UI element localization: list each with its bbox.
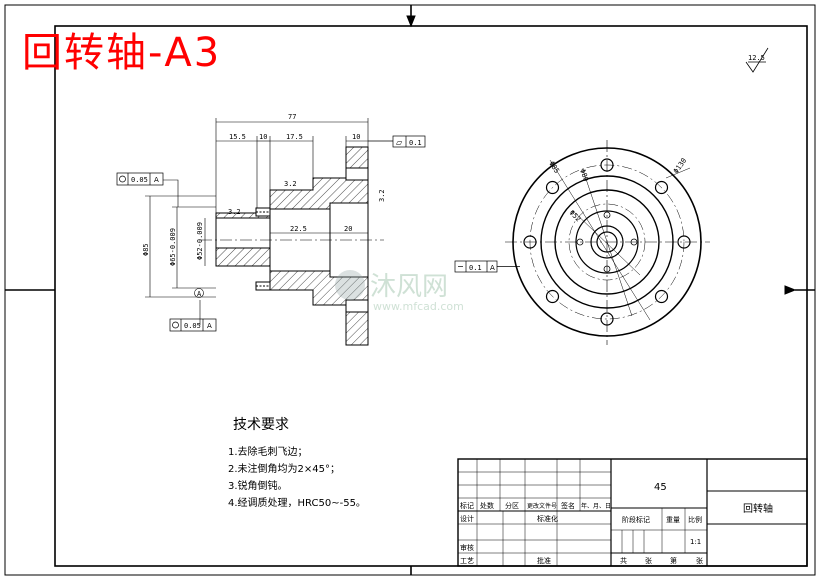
dim-dia-85: Φ85 bbox=[142, 243, 150, 256]
tb-label-approve: 批准 bbox=[537, 556, 551, 565]
title-block bbox=[457, 458, 808, 567]
fcf-runout-top-value: 0.05 bbox=[131, 176, 148, 184]
tb-scale: 1:1 bbox=[690, 538, 701, 546]
tb-label-total: 共 bbox=[620, 556, 627, 565]
tb-label-weight: 重量 bbox=[666, 516, 680, 524]
tb-label-ratio: 比例 bbox=[688, 515, 702, 524]
tb-label-process: 工艺 bbox=[460, 557, 474, 565]
tb-label-sign: 签名 bbox=[561, 501, 575, 510]
roughness-value: 12.5 bbox=[748, 54, 765, 62]
fcf-runout-bottom: 0.05 A bbox=[169, 318, 217, 332]
fcf-runout-bottom-datum: A bbox=[207, 322, 212, 330]
tb-label-standard: 标准化 bbox=[537, 514, 558, 523]
datum-a-label: A bbox=[197, 290, 202, 298]
title-block-texts: 45 回转轴 1:1 标记 处数 分区 更改文件号 签名 年、月、日 设计 标准… bbox=[460, 482, 773, 565]
tb-material: 45 bbox=[654, 482, 667, 493]
tech-req-item-3: 3.锐角倒钝。 bbox=[228, 479, 288, 492]
tech-req-item-4: 4.经调质处理，HRC50~-55。 bbox=[228, 496, 366, 509]
drawing-frame bbox=[4, 4, 816, 576]
dim-15-5: 15.5 bbox=[229, 133, 246, 141]
side-bolt-hole bbox=[545, 289, 560, 304]
roughness-symbol: 12.5 bbox=[745, 47, 769, 73]
tb-label-sheet2: 张 bbox=[696, 556, 703, 565]
dim-3-2-left: 3.2 bbox=[228, 208, 241, 216]
fcf-flatness-value: 0.1 bbox=[409, 139, 422, 147]
tech-req-item-1: 1.去除毛刺飞边； bbox=[228, 445, 308, 458]
tb-part-name: 回转轴 bbox=[743, 502, 773, 515]
tb-label-zone: 分区 bbox=[505, 501, 519, 510]
tb-label-count: 处数 bbox=[480, 501, 494, 510]
tb-label-review: 审核 bbox=[460, 543, 474, 552]
watermark-url: www.mfcad.com bbox=[373, 300, 464, 313]
tb-label-sheet: 张 bbox=[645, 556, 652, 565]
fcf-perp-value: 0.1 bbox=[469, 264, 482, 272]
dim-overall-length: 77 bbox=[288, 113, 296, 121]
dim-22-5: 22.5 bbox=[290, 225, 307, 233]
watermark-logo-icon bbox=[335, 270, 365, 300]
side-bolt-hole bbox=[654, 180, 669, 195]
watermark-brand: 沐风网 bbox=[370, 272, 448, 302]
side-bolt-hole bbox=[677, 235, 691, 249]
section-dimension-texts: 77 15.5 10 17.5 10 3.2 3.2 22.5 20 3.2 Φ… bbox=[142, 113, 386, 298]
tb-label-mark: 标记 bbox=[460, 501, 474, 510]
tech-req-item-2: 2.未注倒角均为2×45°； bbox=[228, 462, 340, 475]
dim-dia-65: Φ65-0.009 bbox=[169, 228, 177, 266]
tb-label-doc: 更改文件号 bbox=[527, 502, 557, 510]
tech-req-heading: 技术要求 bbox=[233, 417, 289, 433]
fcf-runout-bottom-value: 0.05 bbox=[184, 322, 201, 330]
section-dimensions bbox=[145, 118, 369, 325]
dim-10-b: 10 bbox=[352, 133, 360, 141]
side-bolt-hole bbox=[600, 158, 614, 172]
fcf-runout-top-datum: A bbox=[154, 176, 159, 184]
technical-requirements: 技术要求 1.去除毛刺飞边； 2.未注倒角均为2×45°； 3.锐角倒钝。 4.… bbox=[228, 417, 366, 509]
fcf-perp-datum: A bbox=[490, 264, 495, 272]
side-dim-130: Φ130 bbox=[672, 157, 688, 175]
dim-10-a: 10 bbox=[259, 133, 267, 141]
dim-3-2-right: 3.2 bbox=[378, 189, 386, 202]
side-bolt-hole bbox=[545, 180, 560, 195]
fcf-perpendicular: 0.1 A bbox=[454, 260, 520, 273]
page-title: 回转轴-A3 bbox=[22, 30, 222, 76]
side-bolt-hole bbox=[523, 235, 537, 249]
side-bolt-hole bbox=[654, 289, 669, 304]
fcf-flatness-symbol: ▱ bbox=[396, 138, 403, 147]
dim-20: 20 bbox=[344, 225, 352, 233]
side-view bbox=[505, 140, 710, 345]
section-view bbox=[200, 146, 384, 346]
tb-label-page-no: 第 bbox=[670, 556, 677, 565]
side-dim-80: Φ80 bbox=[578, 168, 590, 183]
dim-dia-52: Φ52-0.009 bbox=[196, 222, 204, 260]
fcf-runout-top: 0.05 A bbox=[116, 172, 164, 186]
side-dim-52: Φ52 bbox=[568, 209, 583, 224]
tb-label-design: 设计 bbox=[460, 514, 474, 523]
dim-17-5: 17.5 bbox=[286, 133, 303, 141]
watermark: 沐风网 www.mfcad.com bbox=[335, 270, 464, 313]
fcf-flatness: ▱ 0.1 bbox=[368, 135, 426, 148]
tb-label-stage: 阶段标记 bbox=[622, 515, 650, 524]
section-outline-upper bbox=[215, 146, 369, 218]
dim-3-2-top: 3.2 bbox=[284, 180, 297, 188]
side-bolt-hole bbox=[600, 312, 614, 326]
tb-label-date: 年、月、日 bbox=[581, 502, 611, 510]
